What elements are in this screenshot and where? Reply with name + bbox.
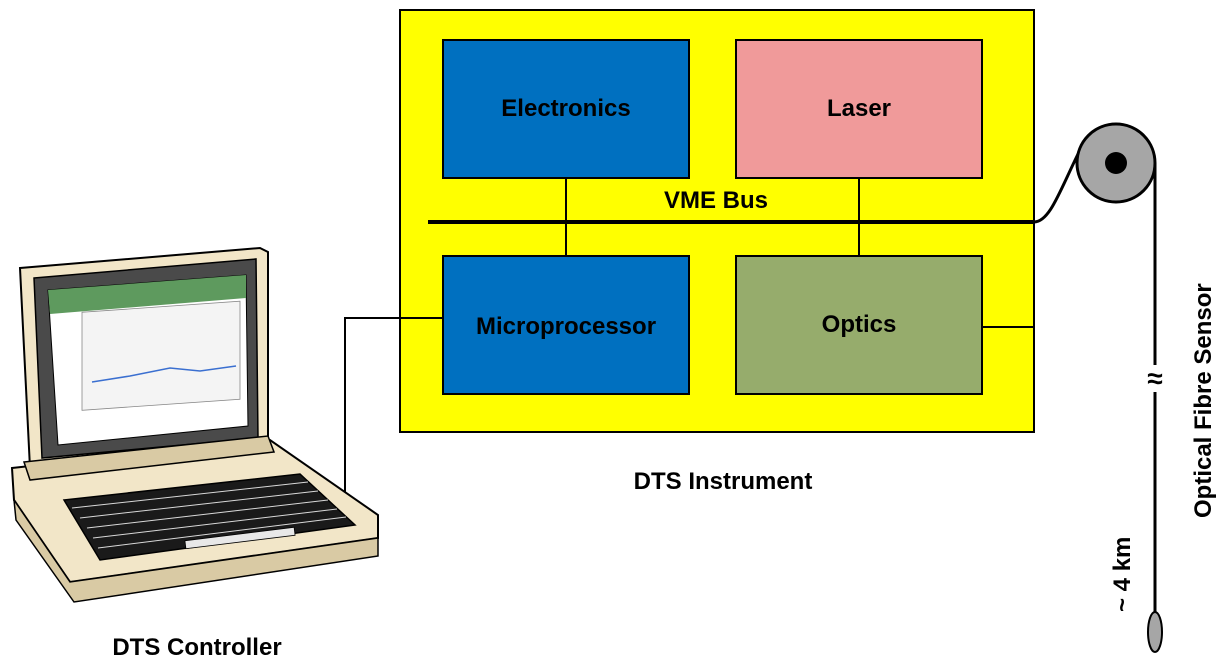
instrument-caption: DTS Instrument — [634, 468, 813, 495]
laser-label: Laser — [827, 95, 891, 122]
laser-module — [735, 39, 983, 179]
vme-bus-label: VME Bus — [664, 187, 768, 214]
screen-chart-line — [91, 365, 237, 383]
fibre-break-symbol: ≈ — [1147, 363, 1162, 394]
controller-caption: DTS Controller — [112, 634, 281, 661]
dts-controller: DTS Controller — [10, 246, 443, 661]
laptop-hinge — [22, 435, 276, 481]
electronics-label: Electronics — [501, 95, 630, 122]
microprocessor-module — [442, 255, 690, 395]
laptop-base-front — [13, 499, 379, 603]
fibre-sensor: ≈ ~ 4 km Optical Fibre Sensor — [1033, 122, 1217, 653]
sensor-tip — [1147, 611, 1163, 653]
dts-instrument: VME Bus Electronics Laser Microprocessor… — [399, 9, 1035, 495]
keyboard-spacebar — [184, 526, 296, 550]
fibre-lead — [1033, 149, 1082, 224]
reel-hub — [1105, 152, 1127, 174]
keyboard-keys — [71, 481, 347, 549]
optics-module — [735, 255, 983, 395]
sensor-caption: Optical Fibre Sensor — [1190, 283, 1217, 518]
screen-toolbar — [48, 275, 246, 314]
screen-chart-area — [81, 300, 241, 411]
fibre-length-label: ~ 4 km — [1109, 537, 1136, 612]
electronics-module — [442, 39, 690, 179]
microprocessor-label: Microprocessor — [476, 313, 656, 340]
optics-label: Optics — [822, 311, 897, 338]
